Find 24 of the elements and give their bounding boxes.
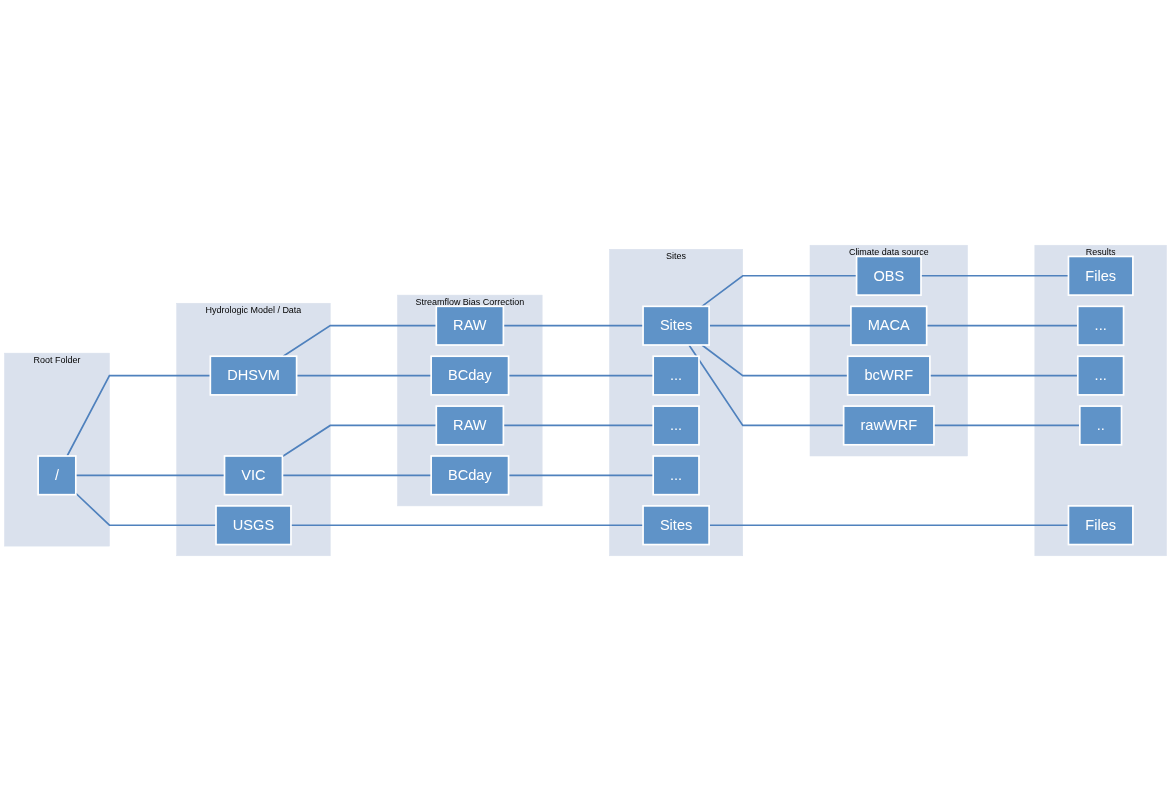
node-box: VIC	[223, 455, 284, 496]
node-box: ...	[1076, 305, 1125, 346]
node-box: MACA	[850, 305, 928, 346]
node-box: bcWRF	[846, 355, 931, 396]
node-box: USGS	[215, 505, 292, 546]
node-box: ...	[1076, 355, 1125, 396]
node-box: ...	[652, 355, 700, 396]
node-box: ..	[1078, 405, 1123, 446]
node-box: Files	[1067, 255, 1134, 296]
node-box: Sites	[642, 305, 710, 346]
node-box: Sites	[642, 505, 710, 546]
connector	[74, 492, 217, 527]
node-box: /	[37, 455, 77, 496]
node-box: OBS	[855, 255, 922, 296]
node-box: BCday	[430, 355, 510, 396]
node-box: ...	[652, 405, 700, 446]
node-box: BCday	[430, 455, 510, 496]
node-box: ...	[652, 455, 700, 496]
node-box: DHSVM	[209, 355, 298, 396]
connector	[290, 524, 644, 527]
node-box: Files	[1067, 505, 1134, 546]
node-box: RAW	[435, 305, 505, 346]
node-box: RAW	[435, 405, 505, 446]
node-box: rawWRF	[842, 405, 935, 446]
